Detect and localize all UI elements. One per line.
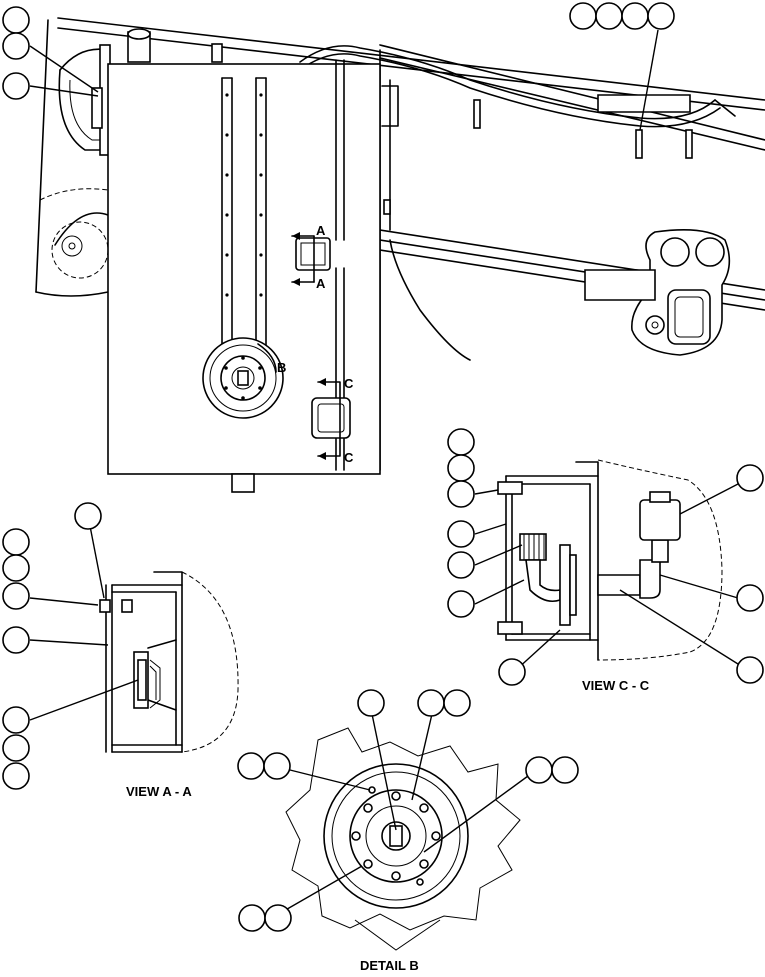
detail-b-marker: B: [277, 360, 286, 375]
callout-bubble: [237, 752, 265, 780]
callout-bubble: [2, 6, 30, 34]
callout-bubble: [2, 32, 30, 60]
labels: A A B C C VIEW A - A VIEW C - C DETAIL B: [126, 223, 650, 973]
callout-bubble: [2, 72, 30, 100]
callout-bubble: [447, 454, 475, 482]
callout-bubble: [417, 689, 445, 717]
callout-bubble: [2, 582, 30, 610]
view-c-c-title: VIEW C - C: [582, 678, 650, 693]
section-a-bottom-label: A: [316, 276, 326, 291]
callout-bubble: [551, 756, 579, 784]
section-c-top-label: C: [344, 376, 354, 391]
detail-b-title: DETAIL B: [360, 958, 419, 972]
callout-bubble: [2, 734, 30, 762]
callout-bubble: [263, 752, 291, 780]
callout-bubble: [2, 626, 30, 654]
detail-b: [285, 727, 521, 951]
callout-bubble: [736, 464, 764, 492]
chassis-frame: [35, 17, 765, 471]
callout-bubble: [447, 590, 475, 618]
callout-bubble: [498, 658, 526, 686]
leader-lines: [29, 29, 739, 913]
callout-bubble: [621, 2, 649, 30]
callout-bubble: [238, 904, 266, 932]
callout-bubble: [447, 480, 475, 508]
callout-bubble: [569, 2, 597, 30]
callout-bubble: [2, 554, 30, 582]
callout-bubble: [447, 428, 475, 456]
callout-bubble: [595, 2, 623, 30]
section-a-top-label: A: [316, 223, 326, 238]
callout-bubble: [447, 520, 475, 548]
callout-bubble: [357, 689, 385, 717]
section-c-bottom-label: C: [344, 450, 354, 465]
fuel-tank: [107, 59, 381, 493]
callout-bubble: [2, 706, 30, 734]
callout-bubble: [736, 656, 764, 684]
callout-bubble: [443, 689, 471, 717]
callout-bubble: [264, 904, 292, 932]
callout-bubble: [74, 502, 102, 530]
callout-bubble: [736, 584, 764, 612]
view-a-a-title: VIEW A - A: [126, 784, 192, 799]
view-a-a: [99, 571, 239, 753]
view-c-c: [497, 459, 723, 661]
callout-bubble: [2, 762, 30, 790]
callout-bubble: [647, 2, 675, 30]
callout-bubble: [2, 528, 30, 556]
callout-bubble: [525, 756, 553, 784]
callout-bubble: [447, 551, 475, 579]
callout-bubbles: [2, 2, 764, 932]
